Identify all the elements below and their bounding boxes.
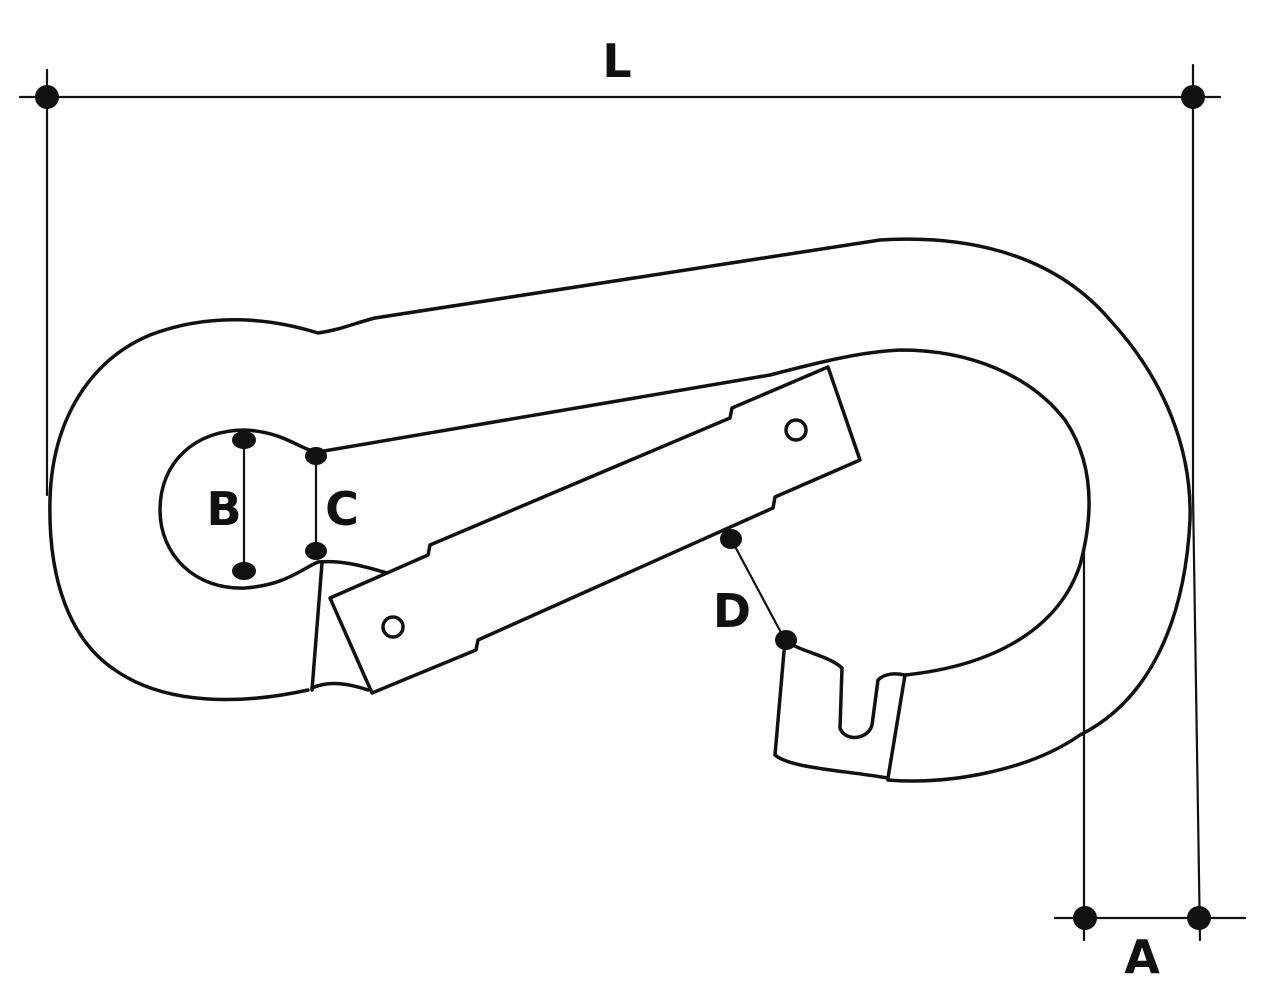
label-d: D <box>713 584 751 638</box>
dimension-b: B <box>206 431 256 580</box>
hook-outer-contour <box>48 237 1192 783</box>
hook-nose-outline <box>773 638 907 780</box>
gate-rivet-left <box>381 615 405 639</box>
hook-lower-hinge-edge <box>310 561 324 692</box>
dimension-c: C <box>305 447 359 560</box>
dimension-c-top-marker <box>305 447 327 465</box>
dimension-a: A <box>1053 493 1247 984</box>
dimension-b-bottom-marker <box>232 562 256 580</box>
gate-rivet-right <box>784 418 808 442</box>
dimension-d-top-marker <box>720 529 742 549</box>
dimension-l-end-marker <box>1181 85 1205 109</box>
gate-outline <box>328 365 862 695</box>
dimension-a-start-marker <box>1073 906 1097 930</box>
dimension-d-line <box>729 537 787 642</box>
dimension-d-bottom-marker <box>775 630 797 650</box>
dimension-l: L <box>18 34 1222 497</box>
extension-line-a-right <box>1191 493 1202 942</box>
label-l: L <box>602 34 631 88</box>
label-c: C <box>325 482 359 536</box>
dimension-c-bottom-marker <box>305 542 327 560</box>
label-a: A <box>1124 930 1160 984</box>
dimension-l-start-marker <box>35 85 59 109</box>
hook-inner-contour <box>158 348 1091 677</box>
hook-nose <box>773 638 907 780</box>
label-b: B <box>206 482 241 536</box>
hook-hinge-notch <box>310 681 370 692</box>
dimension-b-top-marker <box>232 431 256 449</box>
dimension-a-end-marker <box>1187 906 1211 930</box>
dimension-d: D <box>713 529 797 650</box>
spring-gate <box>328 365 862 695</box>
